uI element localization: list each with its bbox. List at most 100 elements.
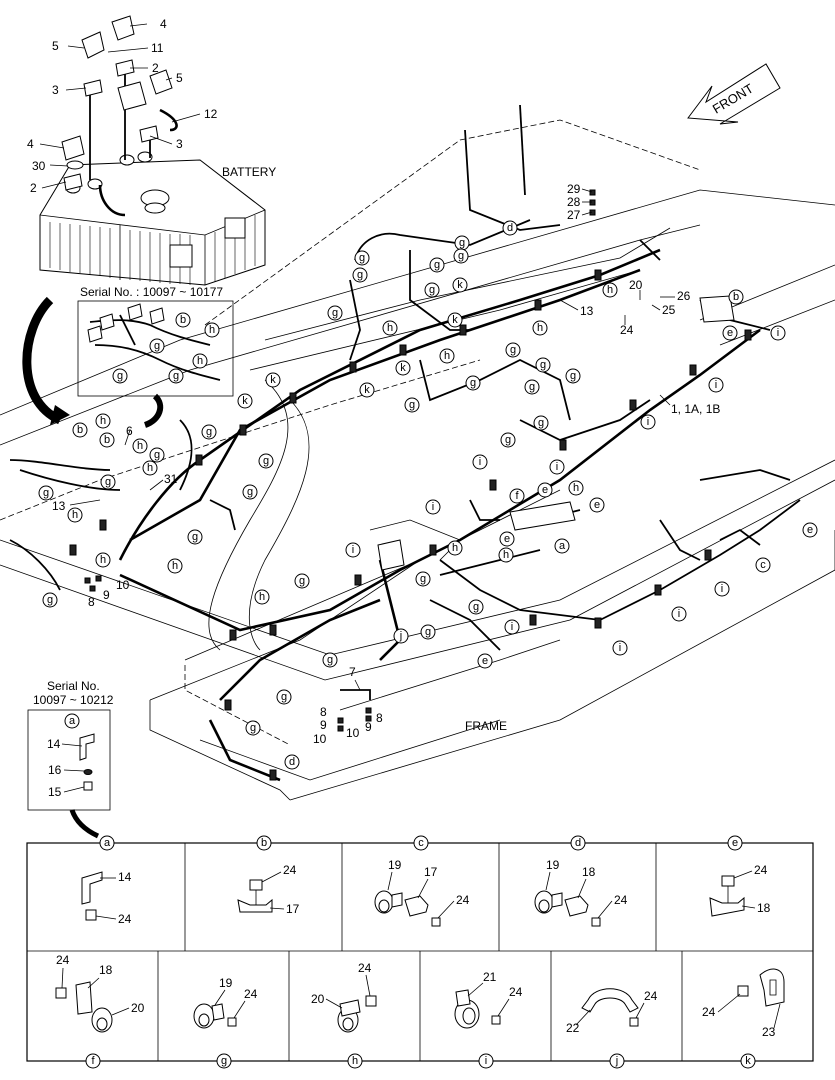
svg-text:g: g (538, 417, 544, 429)
callout: 9 (103, 588, 110, 602)
svg-text:24: 24 (644, 989, 658, 1003)
callout: 26 (677, 289, 691, 303)
harness-label: 1, 1A, 1B (671, 402, 720, 416)
svg-text:g: g (332, 307, 338, 319)
frame-label: FRAME (465, 719, 507, 733)
detail-letter: i (485, 1055, 487, 1067)
detail-i: 21 24 (454, 970, 523, 1029)
svg-text:g: g (281, 691, 287, 703)
svg-text:e: e (482, 655, 488, 667)
svg-text:e: e (504, 533, 510, 545)
detail-letter: g (221, 1055, 227, 1067)
svg-text:i: i (352, 544, 354, 556)
svg-text:g: g (192, 531, 198, 543)
svg-text:e: e (727, 327, 733, 339)
detail-letter: j (615, 1055, 618, 1067)
svg-text:20: 20 (131, 1001, 145, 1015)
callout: 8 (88, 595, 95, 609)
detail-table: a b c d e f g h i j k 14 24 24 17 (26, 835, 814, 1069)
svg-text:24: 24 (509, 985, 523, 999)
svg-text:g: g (505, 434, 511, 446)
svg-text:24: 24 (614, 893, 628, 907)
detail-letter: a (104, 837, 111, 849)
callout: 12 (204, 107, 218, 121)
detail-c: 19 17 24 (374, 858, 470, 927)
detail-f: 24 18 20 (55, 953, 145, 1033)
callout: 31 (164, 472, 178, 486)
svg-text:b: b (77, 424, 83, 436)
svg-text:23: 23 (762, 1025, 776, 1039)
callout: 8 (376, 711, 383, 725)
svg-text:k: k (270, 374, 276, 386)
svg-text:g: g (105, 476, 111, 488)
detail-b: 24 17 (237, 863, 300, 916)
callout: 2 (30, 181, 37, 195)
svg-text:h: h (607, 284, 613, 296)
svg-text:g: g (458, 250, 464, 262)
callout: 27 (567, 208, 581, 222)
svg-text:k: k (452, 314, 458, 326)
serial-inset-a: Serial No. 10097 ~ 10212 a 14 16 15 (27, 679, 114, 839)
callout: 2 (152, 61, 159, 75)
svg-text:i: i (432, 501, 434, 513)
svg-text:c: c (760, 559, 766, 571)
svg-text:g: g (420, 573, 426, 585)
svg-text:i: i (619, 642, 621, 654)
svg-text:g: g (434, 259, 440, 271)
svg-text:i: i (721, 583, 723, 595)
battery-callouts: 4 5 11 2 5 12 3 3 4 30 2 (27, 17, 218, 195)
serial-inset-top: Serial No. : 10097 ~ 10177 (22, 285, 234, 428)
svg-text:i: i (777, 327, 779, 339)
svg-text:e: e (807, 524, 813, 536)
callout: 9 (365, 720, 372, 734)
callout: 25 (662, 303, 676, 317)
svg-text:g: g (154, 340, 160, 352)
svg-text:b: b (733, 291, 739, 303)
detail-letter: k (745, 1055, 751, 1067)
callout: 7 (349, 665, 356, 679)
detail-a: 14 24 (81, 870, 132, 926)
svg-text:24: 24 (56, 953, 70, 967)
svg-text:24: 24 (244, 987, 258, 1001)
svg-text:h: h (537, 322, 543, 334)
svg-text:a: a (559, 540, 566, 552)
svg-text:g: g (250, 722, 256, 734)
battery-label: BATTERY (222, 165, 276, 179)
svg-text:g: g (47, 594, 53, 606)
svg-text:24: 24 (358, 961, 372, 975)
callout: 10 (346, 726, 360, 740)
callout: 20 (629, 278, 643, 292)
callout: 10 (313, 732, 327, 746)
detail-j: 24 22 (566, 988, 658, 1035)
callout: 3 (176, 137, 183, 151)
serial-inset-label: Serial No. : 10097 ~ 10177 (80, 285, 223, 299)
svg-text:h: h (444, 350, 450, 362)
svg-text:d: d (289, 756, 295, 768)
callout: 3 (52, 83, 59, 97)
svg-text:g: g (206, 426, 212, 438)
callout: 28 (567, 195, 581, 209)
svg-text:e: e (542, 484, 548, 496)
svg-text:g: g (459, 237, 465, 249)
svg-text:f: f (515, 490, 519, 502)
svg-text:g: g (529, 381, 535, 393)
svg-text:20: 20 (311, 992, 325, 1006)
callout: 29 (567, 182, 581, 196)
svg-text:i: i (647, 416, 649, 428)
callout: 13 (52, 499, 66, 513)
callout: 30 (32, 159, 46, 173)
svg-text:g: g (154, 449, 160, 461)
svg-text:h: h (387, 322, 393, 334)
svg-text:24: 24 (754, 863, 768, 877)
svg-text:17: 17 (286, 902, 300, 916)
detail-g: 19 24 (193, 976, 258, 1029)
svg-text:19: 19 (219, 976, 233, 990)
callout: 13 (580, 304, 594, 318)
svg-text:18: 18 (99, 963, 113, 977)
svg-text:h: h (259, 591, 265, 603)
front-arrow: FRONT (687, 63, 781, 125)
svg-text:h: h (452, 542, 458, 554)
callout: 9 (320, 718, 327, 732)
svg-text:g: g (173, 370, 179, 382)
